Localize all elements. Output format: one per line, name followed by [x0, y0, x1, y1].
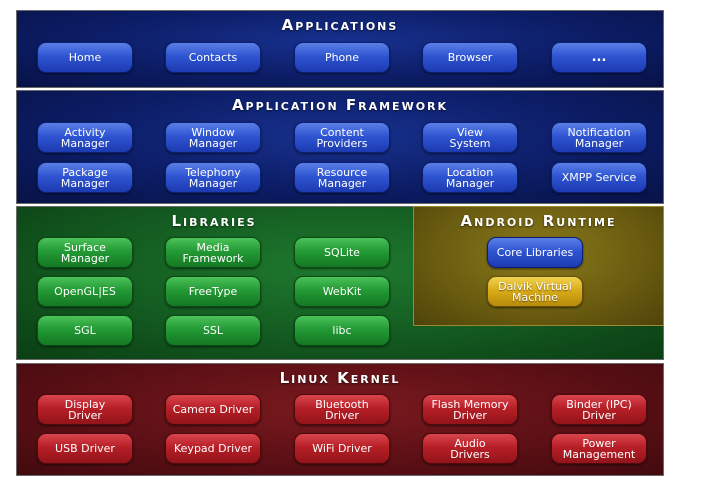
framework-view-system[interactable]: View System — [422, 122, 518, 153]
library-freetype[interactable]: FreeType — [165, 276, 261, 307]
android-runtime-layer: Android Runtime Core Libraries Dalvik Vi… — [413, 206, 664, 326]
library-sgl[interactable]: SGL — [37, 315, 133, 346]
framework-resource-manager[interactable]: Resource Manager — [294, 162, 390, 193]
application-framework-layer: Application Framework Activity Manager W… — [16, 90, 664, 204]
libraries-title: Libraries — [171, 212, 257, 230]
runtime-core-libraries[interactable]: Core Libraries — [487, 237, 583, 268]
linux-kernel-title: Linux Kernel — [279, 369, 401, 387]
library-sqlite[interactable]: SQLite — [294, 237, 390, 268]
kernel-camera-driver[interactable]: Camera Driver — [165, 394, 261, 425]
app-phone[interactable]: Phone — [294, 42, 390, 73]
library-webkit[interactable]: WebKit — [294, 276, 390, 307]
kernel-display-driver[interactable]: Display Driver — [37, 394, 133, 425]
app-more[interactable]: ... — [551, 42, 647, 73]
app-browser[interactable]: Browser — [422, 42, 518, 73]
library-media-framework[interactable]: Media Framework — [165, 237, 261, 268]
application-framework-title: Application Framework — [231, 96, 449, 114]
kernel-flash-memory-driver[interactable]: Flash Memory Driver — [422, 394, 518, 425]
kernel-wifi-driver[interactable]: WiFi Driver — [294, 433, 390, 464]
kernel-keypad-driver[interactable]: Keypad Driver — [165, 433, 261, 464]
framework-content-providers[interactable]: Content Providers — [294, 122, 390, 153]
framework-xmpp-service[interactable]: XMPP Service — [551, 162, 647, 193]
runtime-dalvik-vm[interactable]: Dalvik Virtual Machine — [487, 276, 583, 307]
framework-package-manager[interactable]: Package Manager — [37, 162, 133, 193]
library-ssl[interactable]: SSL — [165, 315, 261, 346]
framework-location-manager[interactable]: Location Manager — [422, 162, 518, 193]
app-contacts[interactable]: Contacts — [165, 42, 261, 73]
kernel-bluetooth-driver[interactable]: Bluetooth Driver — [294, 394, 390, 425]
android-runtime-title: Android Runtime — [460, 212, 617, 230]
kernel-usb-driver[interactable]: USB Driver — [37, 433, 133, 464]
kernel-power-management[interactable]: Power Management — [551, 433, 647, 464]
applications-layer: Applications Home Contacts Phone Browser… — [16, 10, 664, 88]
library-surface-manager[interactable]: Surface Manager — [37, 237, 133, 268]
framework-notification-manager[interactable]: Notification Manager — [551, 122, 647, 153]
linux-kernel-layer: Linux Kernel Display Driver Camera Drive… — [16, 363, 664, 476]
framework-window-manager[interactable]: Window Manager — [165, 122, 261, 153]
library-opengl-es[interactable]: OpenGL|ES — [37, 276, 133, 307]
app-home[interactable]: Home — [37, 42, 133, 73]
framework-telephony-manager[interactable]: Telephony Manager — [165, 162, 261, 193]
framework-activity-manager[interactable]: Activity Manager — [37, 122, 133, 153]
applications-title: Applications — [281, 16, 399, 34]
kernel-audio-drivers[interactable]: Audio Drivers — [422, 433, 518, 464]
library-libc[interactable]: libc — [294, 315, 390, 346]
kernel-binder-ipc-driver[interactable]: Binder (IPC) Driver — [551, 394, 647, 425]
